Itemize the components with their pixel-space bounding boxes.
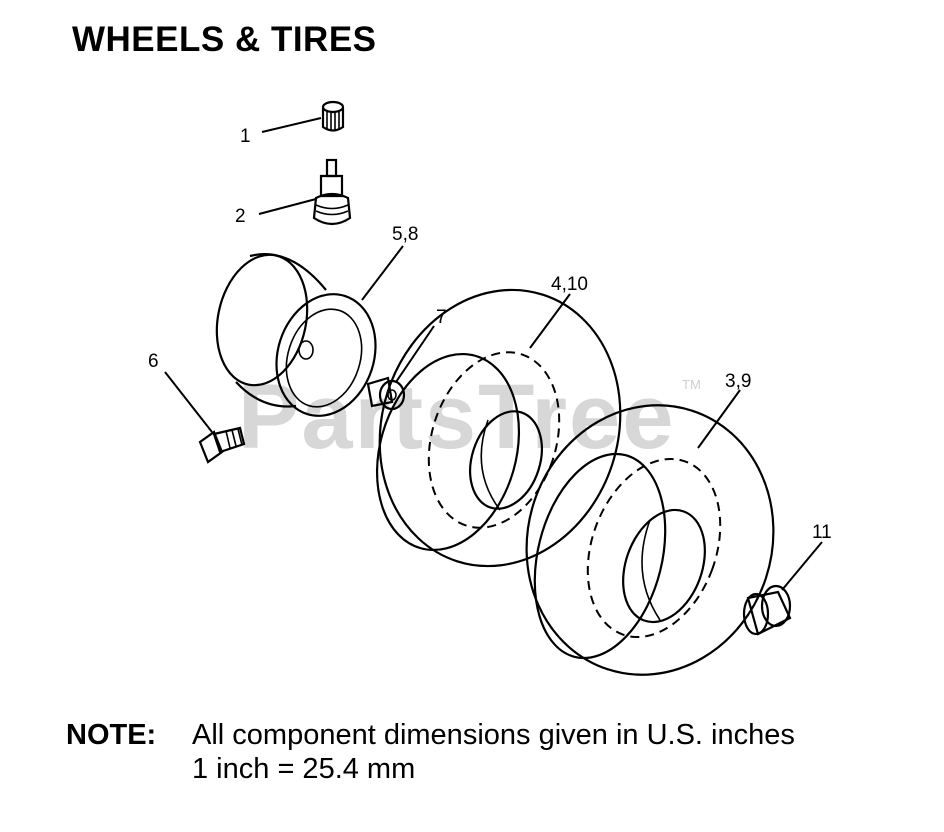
part-bolt <box>164 371 246 464</box>
note-block: NOTE: All component dimensions given in … <box>66 718 795 786</box>
callout-6: 6 <box>148 351 159 372</box>
part-rear-tire <box>525 389 775 676</box>
callout-1: 1 <box>240 126 251 147</box>
part-hub-cap <box>742 541 823 636</box>
callout-4-10: 4,10 <box>551 274 588 295</box>
diagram-title: WHEELS & TIRES <box>72 20 377 59</box>
callout-3-9: 3,9 <box>725 371 751 392</box>
note-lines: All component dimensions given in U.S. i… <box>192 718 795 786</box>
note-line-1: All component dimensions given in U.S. i… <box>192 719 795 751</box>
note-label: NOTE: <box>66 719 157 751</box>
watermark: PartsTree TM <box>238 366 701 468</box>
callout-11: 11 <box>812 522 832 543</box>
watermark-text: PartsTree <box>238 366 675 468</box>
part-valve-stem <box>258 158 352 226</box>
callout-5-8: 5,8 <box>392 224 418 245</box>
part-valve-cap <box>261 100 345 133</box>
callout-7: 7 <box>436 307 447 328</box>
part-front-tire <box>375 288 622 568</box>
part-wheel-rim <box>215 245 404 417</box>
note-line-2: 1 inch = 25.4 mm <box>192 753 416 785</box>
watermark-trademark: TM <box>682 377 701 392</box>
callout-2: 2 <box>235 206 246 227</box>
